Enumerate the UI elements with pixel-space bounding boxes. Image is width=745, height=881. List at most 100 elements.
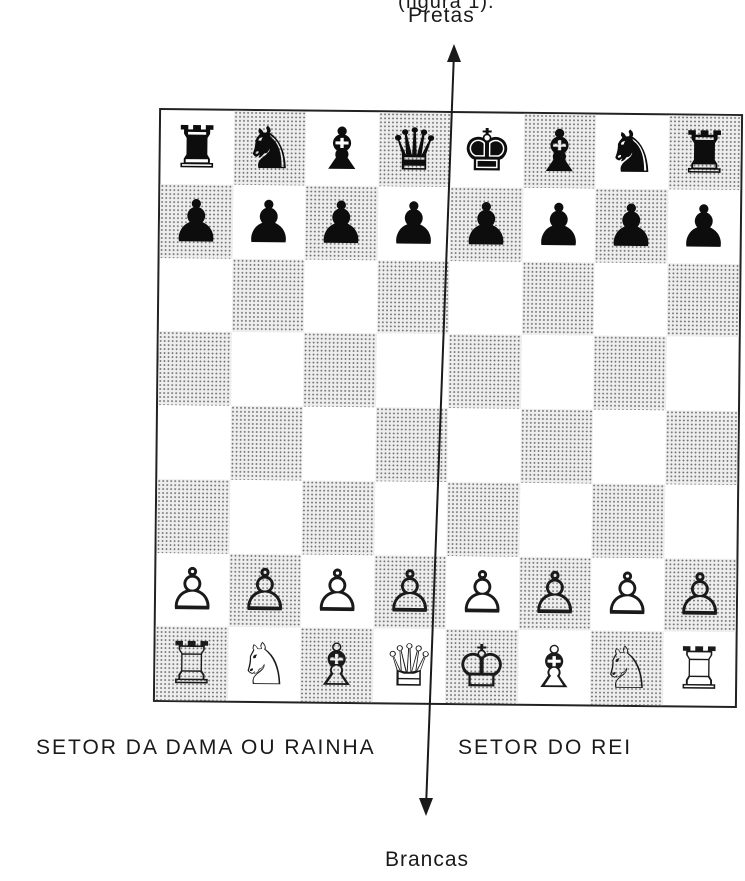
white-queen-icon: ♕ [383,636,436,695]
light-square [449,261,522,336]
dark-square [303,333,376,408]
dark-square [301,480,374,555]
dark-square: ♙ [373,555,446,630]
dark-square: ♙ [663,558,736,633]
arrow-down-icon [419,798,433,816]
light-square: ♙ [591,557,664,632]
black-rook-icon: ♜ [171,118,224,177]
dark-square [665,410,738,485]
dark-square [375,407,448,482]
label-black-side: Pretas [408,4,475,28]
black-pawn-icon: ♟ [315,193,368,252]
white-pawn-icon: ♙ [601,565,654,624]
light-square: ♟ [667,189,740,264]
light-square [231,332,304,407]
dark-square [231,258,304,333]
chessboard: ♜♞♝♛♚♝♞♜♟♟♟♟♟♟♟♟♙♙♙♙♙♙♙♙♖♘♗♕♔♗♘♖ [153,108,743,708]
queen-side-label: SETOR DA DAMA OU RAINHA [36,736,376,760]
dark-square: ♙ [518,556,591,631]
dark-square: ♜ [668,115,741,190]
king-side-label: SETOR DO REI [458,736,632,760]
light-square [302,406,375,481]
light-square: ♞ [595,115,668,190]
dark-square [520,409,593,484]
black-bishop-icon: ♝ [533,122,586,181]
black-bishop-icon: ♝ [316,119,369,178]
chessboard-container: ♜♞♝♛♚♝♞♜♟♟♟♟♟♟♟♟♙♙♙♙♙♙♙♙♖♘♗♕♔♗♘♖ [156,111,744,709]
white-rook-icon: ♖ [165,634,218,693]
dark-square: ♟ [160,184,233,259]
light-square: ♚ [450,113,523,188]
light-square [304,259,377,334]
black-pawn-icon: ♟ [460,195,513,254]
dark-square: ♘ [590,631,663,706]
black-knight-icon: ♞ [606,123,659,182]
light-square: ♜ [160,110,233,185]
dark-square: ♛ [378,112,451,187]
dark-square [448,334,521,409]
light-square [157,405,230,480]
black-pawn-icon: ♟ [605,196,658,255]
dark-square: ♟ [595,188,668,263]
light-square: ♙ [446,555,519,630]
dark-square: ♝ [523,114,596,189]
black-rook-icon: ♜ [678,123,731,182]
light-square: ♝ [305,111,378,186]
light-square: ♕ [372,628,445,703]
black-pawn-icon: ♟ [677,197,730,256]
arrow-up-icon [447,44,461,62]
black-pawn-icon: ♟ [532,196,585,255]
light-square [592,410,665,485]
dark-square [376,260,449,335]
black-pawn-icon: ♟ [242,192,295,251]
dark-square [593,336,666,411]
white-pawn-icon: ♙ [311,562,364,621]
dark-square: ♟ [450,187,523,262]
black-pawn-icon: ♟ [387,194,440,253]
dark-square [591,483,664,558]
light-square: ♟ [522,188,595,263]
label-white-side: Brancas [385,848,469,872]
light-square: ♟ [377,186,450,261]
white-bishop-icon: ♗ [310,636,363,695]
dark-square [666,263,739,338]
light-square [447,408,520,483]
dark-square: ♔ [445,629,518,704]
dark-square: ♞ [233,111,306,186]
light-square [519,483,592,558]
white-pawn-icon: ♙ [384,563,437,622]
light-square: ♖ [662,632,735,707]
light-square [520,335,593,410]
light-square: ♙ [156,552,229,627]
white-rook-icon: ♖ [673,639,726,698]
light-square [665,337,738,412]
dark-square: ♗ [300,628,373,703]
black-pawn-icon: ♟ [170,192,223,251]
white-knight-icon: ♘ [238,635,291,694]
white-king-icon: ♔ [455,637,508,696]
dark-square [158,331,231,406]
dark-square: ♙ [228,553,301,628]
white-knight-icon: ♘ [600,639,653,698]
dark-square [446,482,519,557]
black-king-icon: ♚ [461,121,514,180]
dark-square [521,261,594,336]
light-square [376,333,449,408]
dark-square [230,406,303,481]
white-pawn-icon: ♙ [529,564,582,623]
black-queen-icon: ♛ [388,120,441,179]
white-pawn-icon: ♙ [674,566,727,625]
dark-square [156,479,229,554]
white-bishop-icon: ♗ [528,638,581,697]
dark-square: ♖ [155,626,228,701]
light-square [664,484,737,559]
light-square: ♟ [232,184,305,259]
light-square [374,481,447,556]
light-square [229,479,302,554]
dark-square: ♟ [305,185,378,260]
white-pawn-icon: ♙ [239,561,292,620]
black-knight-icon: ♞ [243,119,296,178]
light-square: ♙ [301,554,374,629]
light-square [594,262,667,337]
white-pawn-icon: ♙ [166,560,219,619]
